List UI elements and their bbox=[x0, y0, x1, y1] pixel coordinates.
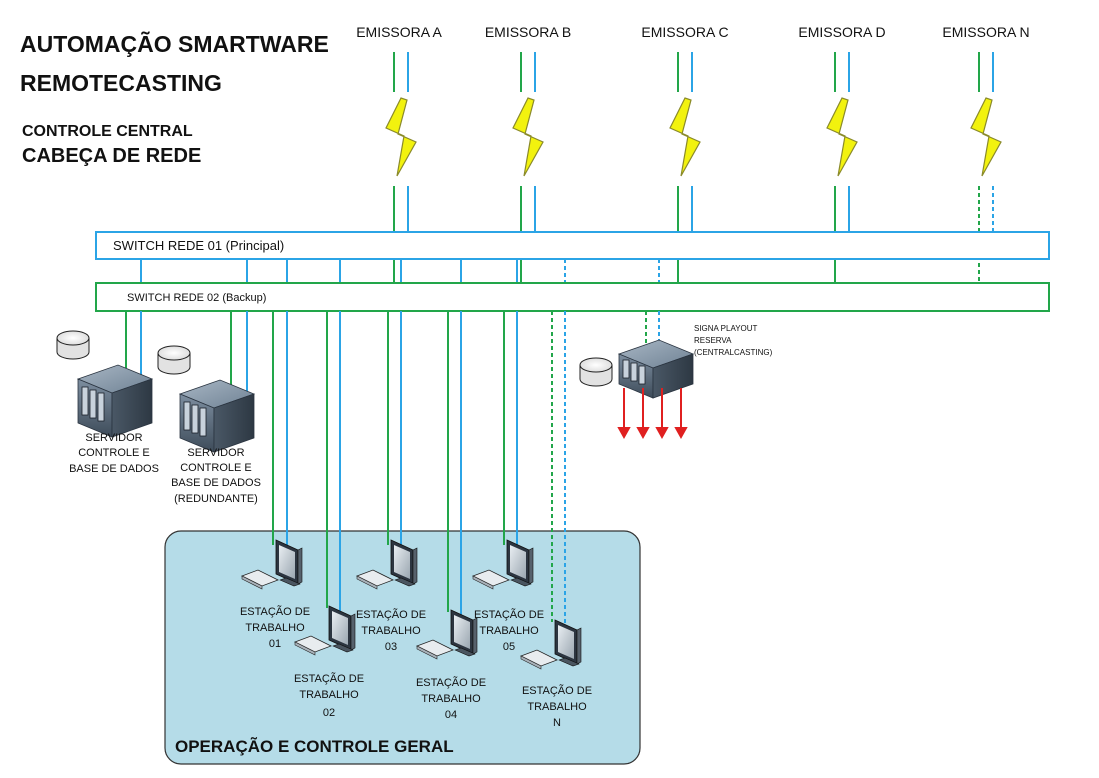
workstation-label-line: 03 bbox=[385, 641, 397, 653]
lightning-icon bbox=[669, 97, 701, 177]
server-playout-disk bbox=[579, 357, 613, 387]
server-playout-label-line: SIGNA PLAYOUT bbox=[694, 324, 758, 333]
emissora-c-label: EMISSORA C bbox=[641, 24, 728, 40]
server-redundant-label-line: SERVIDOR bbox=[187, 447, 244, 459]
emissora-top-links bbox=[393, 52, 994, 92]
switch-rede-01: SWITCH REDE 01 (Principal) bbox=[95, 231, 1050, 260]
workstation-label-line: TRABALHO bbox=[421, 693, 481, 705]
title-line-4: CABEÇA DE REDE bbox=[22, 145, 201, 167]
arrow-down-icon bbox=[674, 427, 688, 440]
lightning-icon bbox=[970, 97, 1002, 177]
workstation-01-label: ESTAÇÃO DE TRABALHO 01 bbox=[240, 605, 310, 650]
workstation-label-line: TRABALHO bbox=[527, 701, 587, 713]
lightning-icon bbox=[826, 97, 858, 177]
workstation-links bbox=[272, 311, 566, 628]
operations-area: OPERAÇÃO E CONTROLE GERAL bbox=[164, 530, 641, 765]
server-redundant-label: SERVIDOR CONTROLE E BASE DE DADOS (REDUN… bbox=[171, 447, 261, 505]
workstation-05-label: ESTAÇÃO DE TRABALHO 05 bbox=[474, 608, 544, 653]
lightning-icon bbox=[512, 97, 544, 177]
emissora-labels: EMISSORA A EMISSORA B EMISSORA C EMISSOR… bbox=[356, 24, 1029, 40]
server-redundant-label-line: (REDUNDANTE) bbox=[174, 493, 258, 505]
server-redundant-disk bbox=[157, 345, 191, 375]
arrow-down-icon bbox=[655, 427, 669, 440]
server-links bbox=[125, 311, 248, 402]
server-main-label: SERVIDOR CONTROLE E BASE DE DADOS bbox=[69, 432, 159, 475]
workstation-label-line: TRABALHO bbox=[479, 625, 539, 637]
server-main-label-line: SERVIDOR bbox=[85, 432, 142, 444]
switch-rede-02: SWITCH REDE 02 (Backup) bbox=[95, 282, 1050, 312]
emissora-d-label: EMISSORA D bbox=[798, 24, 885, 40]
emissora-a-label: EMISSORA A bbox=[356, 24, 442, 40]
server-main-label-line: CONTROLE E bbox=[78, 447, 150, 459]
emissora-b-label: EMISSORA B bbox=[485, 24, 571, 40]
server-playout-label-line: RESERVA bbox=[694, 336, 732, 345]
server-playout-label: SIGNA PLAYOUT RESERVA (CENTRALCASTING) bbox=[694, 324, 773, 357]
playout-output-arrows bbox=[617, 388, 688, 440]
server-main bbox=[76, 364, 154, 438]
lightning-bolts bbox=[385, 97, 1002, 177]
workstation-04-label: ESTAÇÃO DE TRABALHO 04 bbox=[416, 676, 486, 721]
title-line-1: AUTOMAÇÃO SMARTWARE bbox=[20, 30, 329, 57]
workstation-n-label: ESTAÇÃO DE TRABALHO N bbox=[522, 684, 592, 729]
workstation-label-line: ESTAÇÃO DE bbox=[416, 676, 486, 689]
workstation-label-line: ESTAÇÃO DE bbox=[240, 605, 310, 618]
title-line-2: REMOTECASTING bbox=[20, 70, 222, 96]
switch-interlinks bbox=[140, 259, 660, 283]
arrow-down-icon bbox=[617, 427, 631, 440]
workstation-label-line: ESTAÇÃO DE bbox=[522, 684, 592, 697]
workstation-label-line: TRABALHO bbox=[361, 625, 421, 637]
emissora-n-label: EMISSORA N bbox=[942, 24, 1029, 40]
server-playout bbox=[617, 339, 695, 399]
workstation-label-line: 05 bbox=[503, 641, 515, 653]
workstation-label-line: TRABALHO bbox=[299, 689, 359, 701]
server-main-label-line: BASE DE DADOS bbox=[69, 463, 159, 475]
playout-links bbox=[645, 311, 660, 345]
workstation-label-line: 02 bbox=[323, 707, 335, 719]
title-line-3: CONTROLE CENTRAL bbox=[22, 123, 193, 140]
switch-rede-02-label: SWITCH REDE 02 (Backup) bbox=[127, 292, 266, 304]
lightning-icon bbox=[385, 97, 417, 177]
workstation-label-line: ESTAÇÃO DE bbox=[474, 608, 544, 621]
server-redundant-label-line: BASE DE DADOS bbox=[171, 477, 261, 489]
workstation-02-label: ESTAÇÃO DE TRABALHO 02 bbox=[294, 672, 364, 719]
workstation-label-line: 04 bbox=[445, 709, 457, 721]
workstation-label-line: N bbox=[553, 717, 561, 729]
server-main-disk bbox=[56, 330, 90, 360]
workstation-label-line: TRABALHO bbox=[245, 622, 305, 634]
workstation-03-label: ESTAÇÃO DE TRABALHO 03 bbox=[356, 608, 426, 653]
server-redundant bbox=[178, 379, 256, 453]
server-redundant-label-line: CONTROLE E bbox=[180, 462, 252, 474]
server-playout-label-line: (CENTRALCASTING) bbox=[694, 348, 773, 357]
workstation-label-line: ESTAÇÃO DE bbox=[356, 608, 426, 621]
switch-rede-01-label: SWITCH REDE 01 (Principal) bbox=[113, 238, 284, 253]
arrow-down-icon bbox=[636, 427, 650, 440]
operations-title: OPERAÇÃO E CONTROLE GERAL bbox=[175, 736, 454, 756]
workstation-label-line: 01 bbox=[269, 638, 281, 650]
workstation-label-line: ESTAÇÃO DE bbox=[294, 672, 364, 685]
